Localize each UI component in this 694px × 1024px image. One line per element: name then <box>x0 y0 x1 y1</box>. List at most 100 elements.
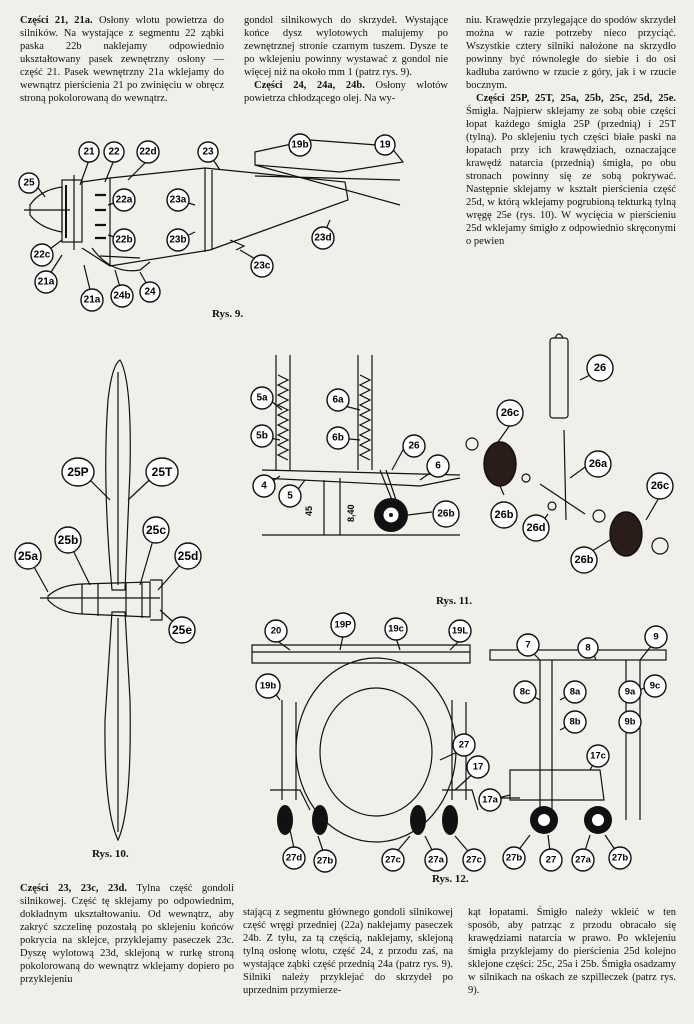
fig11-label: 6 <box>435 461 441 472</box>
fig12-label: 7 <box>525 640 530 651</box>
caption-fig11: Rys. 11. <box>436 595 472 607</box>
fig12-label: 17 <box>473 762 484 773</box>
fig12-label: 9b <box>624 717 635 728</box>
fig12-label: 27b <box>506 853 523 864</box>
fig9-label: 23c <box>254 261 271 272</box>
fig9-label: 23b <box>169 235 186 246</box>
fig10-label: 25d <box>178 549 199 563</box>
fig9-label: 23a <box>170 195 187 206</box>
fig12-label: 19b <box>260 681 277 692</box>
fig11-label: 26c <box>651 480 669 492</box>
fig12-label: 9 <box>653 632 658 643</box>
fig12-label: 27 <box>546 855 557 866</box>
fig9-label: 25 <box>23 178 35 189</box>
figure-11-dimensions: 45 8,40 <box>304 504 356 522</box>
text-column-2-top: gondol silnikowych do skrzydeł. Wystając… <box>244 14 448 105</box>
body-gondol: gondol silnikowych do skrzydeł. Wystając… <box>244 15 448 78</box>
fig11-label: 6b <box>332 433 344 444</box>
text-column-2-bottom: stającą z segmentu głównego gondoli siln… <box>243 906 453 997</box>
fig9-label: 24 <box>144 287 156 298</box>
fig9-label: 22a <box>116 195 133 206</box>
caption-fig10: Rys. 10. <box>92 848 129 860</box>
fig9-label: 22d <box>139 147 156 158</box>
fig12-label: 8c <box>520 687 531 698</box>
text-column-1-bottom: Części 23, 23c, 23d. Tylna część gondoli… <box>20 882 234 986</box>
figure-10-propeller <box>40 359 163 842</box>
fig11-label: 4 <box>261 481 267 492</box>
body-parts-23: Tylna część gondoli silnikowej. Część tę… <box>20 883 234 985</box>
lead-parts-25: Części 25P, 25T, 25a, 25b, 25c, 25d, 25e… <box>476 93 676 104</box>
lead-parts-23: Części 23, 23c, 23d. <box>20 883 128 894</box>
fig12-label: 27b <box>317 856 334 867</box>
fig9-label: 23 <box>202 147 214 158</box>
fig12-label: 8a <box>570 687 581 698</box>
body-wlot: stającą z segmentu głównego gondoli siln… <box>243 907 453 996</box>
figure-12-label-group: 20 19P 19c 19L 19b 27 17 27d 27b 27c 27a… <box>260 620 660 867</box>
fig9-label: 22 <box>108 147 120 158</box>
text-column-3-top: niu. Krawędzie przylegające do spodów sk… <box>466 14 676 248</box>
body-parts-21: Osłony wlotu powietrza do silników. Na w… <box>20 15 224 104</box>
figure-10-label-group: 25P 25T 25b 25c 25d 25a 25e <box>18 465 198 637</box>
fig11-label: 6a <box>332 395 344 406</box>
fig12-label: 17a <box>482 795 499 806</box>
fig9-label: 21 <box>83 147 95 158</box>
fig12-label: 9a <box>625 687 636 698</box>
body-katlopatami: kąt łopatami. Śmigło należy wkleić w ten… <box>468 907 676 996</box>
fig9-label: 22c <box>34 250 51 261</box>
fig11-label: 26a <box>589 458 608 470</box>
fig11-label: 26 <box>594 362 606 374</box>
body-parts-25: Śmigła. Najpierw sklejamy ze sobą obie c… <box>466 106 676 247</box>
body-krawedzie: niu. Krawędzie przylegające do spodów sk… <box>466 15 676 91</box>
text-column-1-top: Części 21, 21a. Osłony wlotu powietrza d… <box>20 14 224 105</box>
lead-parts-21: Części 21, 21a. <box>20 15 93 26</box>
fig9-label: 21a <box>38 277 55 288</box>
dimension-840: 8,40 <box>346 504 356 522</box>
body-parts-24: Osłony wlotów powietrza chłodzącego olej… <box>244 80 448 104</box>
fig12-label: 27c <box>466 855 482 866</box>
text-column-3-bottom: kąt łopatami. Śmigło należy wkleić w ten… <box>468 906 676 997</box>
fig10-label: 25c <box>146 523 166 537</box>
fig12-label: 9c <box>650 681 661 692</box>
fig10-label: 25P <box>67 465 88 479</box>
fig12-label: 8 <box>585 643 590 654</box>
fig10-label: 25e <box>172 623 192 637</box>
fig10-label: 25b <box>58 533 79 547</box>
fig12-label: 17c <box>590 751 606 762</box>
fig11-label: 26b <box>575 554 594 566</box>
figure-11-landing-gear <box>261 355 461 536</box>
fig9-label: 24b <box>113 291 130 302</box>
fig11-label: 5 <box>287 491 293 502</box>
fig11-label: 26d <box>527 522 546 534</box>
caption-fig12: Rys. 12. <box>432 873 469 885</box>
fig9-label: 21a <box>84 295 101 306</box>
fig12-label: 27b <box>612 853 629 864</box>
fig9-label: 23d <box>314 233 331 244</box>
fig11-label: 26c <box>501 407 519 419</box>
fig9-label: 19b <box>291 140 308 151</box>
fig11-label: 26b <box>437 509 454 520</box>
fig11-label: 5b <box>256 431 268 442</box>
fig11-label: 26b <box>495 509 514 521</box>
lead-parts-24: Części 24, 24a, 24b. <box>254 80 365 91</box>
fig12-label: 8b <box>569 717 580 728</box>
fig10-label: 25T <box>152 465 173 479</box>
fig12-label: 27a <box>575 855 592 866</box>
fig12-label: 19c <box>388 624 404 635</box>
fig12-label: 19P <box>335 620 353 631</box>
fig10-label: 25a <box>18 549 38 563</box>
fig12-label: 19L <box>452 626 469 637</box>
fig9-label: 19 <box>379 140 391 151</box>
fig11-label: 26 <box>408 441 420 452</box>
fig12-label: 27 <box>459 740 470 751</box>
fig12-label: 27d <box>286 853 303 864</box>
fig9-label: 22b <box>115 235 132 246</box>
dimension-45: 45 <box>304 506 314 516</box>
fig12-label: 27a <box>428 855 445 866</box>
figure-11-label-group: 5a 5b 6a 6b 26 6 4 5 26b <box>256 393 454 520</box>
figure-9-callouts <box>18 133 396 312</box>
fig12-label: 27c <box>385 855 401 866</box>
fig12-label: 20 <box>271 626 282 637</box>
caption-fig9: Rys. 9. <box>212 308 244 320</box>
fig11-label: 5a <box>256 393 268 404</box>
